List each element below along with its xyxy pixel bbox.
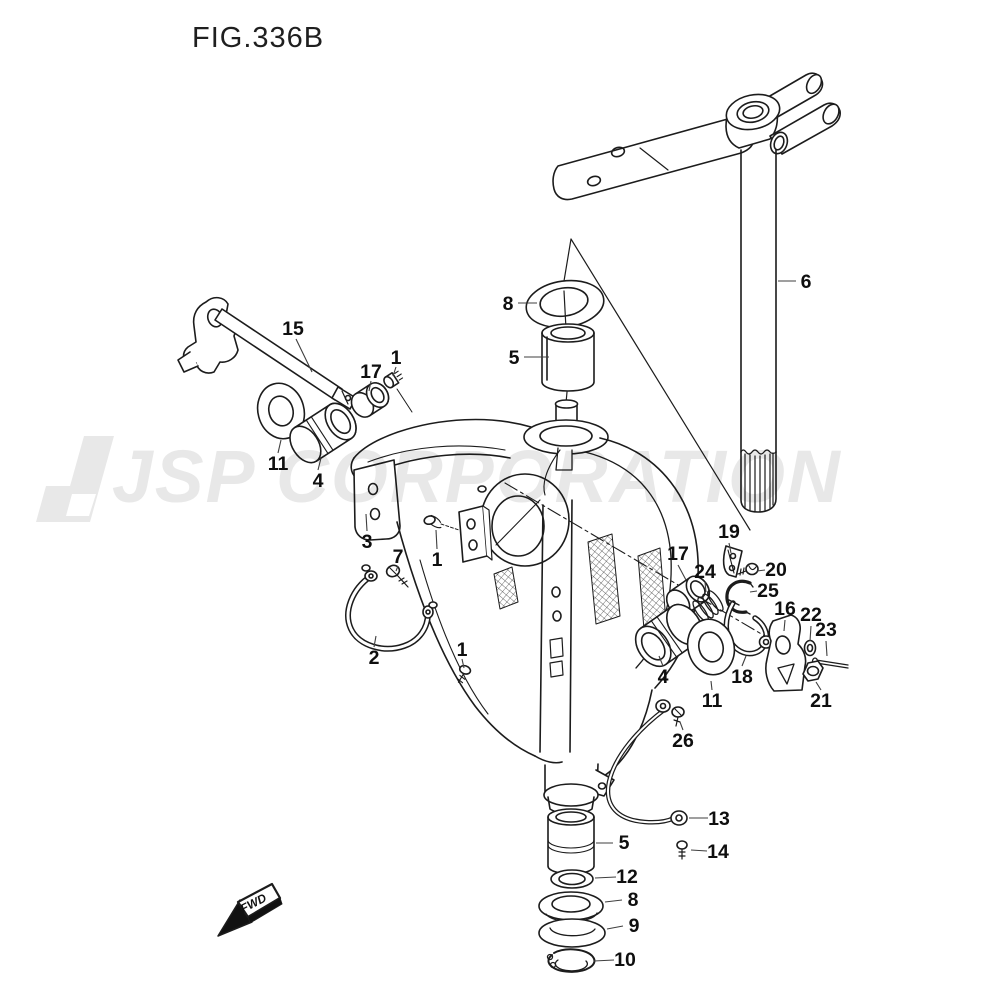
nut-21 xyxy=(802,660,824,682)
callout-leader-16 xyxy=(783,619,786,632)
bolt-1-left xyxy=(383,370,413,413)
screw-20 xyxy=(737,562,759,576)
callout-15: 15 xyxy=(282,318,304,340)
clip-25 xyxy=(725,579,754,615)
callout-6: 6 xyxy=(801,271,812,293)
callout-5: 5 xyxy=(509,347,520,369)
callout-leader-22 xyxy=(809,625,812,642)
shaft-splines xyxy=(740,449,777,513)
callout-leader-9 xyxy=(606,925,624,930)
callout-8: 8 xyxy=(628,889,639,911)
callout-21: 21 xyxy=(810,690,832,712)
callout-22: 22 xyxy=(800,604,822,626)
bushing-4-left xyxy=(289,402,357,464)
bolt-1-upper xyxy=(423,514,460,531)
callout-leader-3 xyxy=(365,513,368,532)
callout-12: 12 xyxy=(616,866,638,888)
callout-leader-1 xyxy=(435,529,438,550)
callout-leader-24 xyxy=(704,581,707,593)
clamp-19 xyxy=(722,545,743,578)
ground-wire-13 xyxy=(605,699,688,826)
swivel-bracket xyxy=(350,399,793,801)
washer-8-bottom xyxy=(538,891,604,923)
housing-bottom xyxy=(543,783,599,815)
callout-17: 17 xyxy=(360,361,382,383)
leader-triangle xyxy=(562,238,751,531)
callout-20: 20 xyxy=(765,559,787,581)
callout-25: 25 xyxy=(757,580,779,602)
callout-leader-15 xyxy=(295,338,313,373)
washer-9 xyxy=(538,918,606,948)
bolt-7 xyxy=(385,564,409,588)
callout-18: 18 xyxy=(731,666,753,688)
callout-leader-8 xyxy=(604,899,623,903)
callout-leader-11 xyxy=(277,439,282,454)
callout-5: 5 xyxy=(619,832,630,854)
callout-11: 11 xyxy=(702,690,723,712)
callout-16: 16 xyxy=(774,598,796,620)
callout-23: 23 xyxy=(815,619,837,641)
callout-7: 7 xyxy=(393,546,404,568)
callout-1: 1 xyxy=(457,639,468,661)
tilt-pin xyxy=(214,308,357,410)
callout-leader-14 xyxy=(690,849,708,852)
callout-9: 9 xyxy=(629,915,640,937)
callout-26: 26 xyxy=(672,730,694,752)
callout-leader-21 xyxy=(815,681,822,691)
callout-17: 17 xyxy=(667,543,689,565)
callout-leader-12 xyxy=(594,876,617,879)
callout-leader-2 xyxy=(373,635,377,648)
bushing-17-left xyxy=(350,382,390,418)
callout-leader-17 xyxy=(368,380,372,392)
tilt-pin-bracket xyxy=(177,296,239,374)
callout-leader-19 xyxy=(728,542,732,554)
figure-title: FIG.336B xyxy=(192,22,325,54)
callout-leader-20 xyxy=(756,569,766,572)
screw-26 xyxy=(671,706,685,727)
callout-leader-1 xyxy=(392,366,397,377)
callout-14: 14 xyxy=(707,841,729,863)
callout-leader-23 xyxy=(825,640,828,657)
bracket-16 xyxy=(765,614,807,692)
snap-ring-10 xyxy=(546,948,596,973)
callout-13: 13 xyxy=(708,808,730,830)
callout-24: 24 xyxy=(694,561,716,583)
bushing-4-right xyxy=(634,603,703,668)
callout-leader-4 xyxy=(658,655,664,667)
callout-leader-18 xyxy=(741,655,747,667)
callout-leader-10 xyxy=(593,959,615,962)
callout-3: 3 xyxy=(362,531,373,553)
callout-leader-17 xyxy=(677,564,687,581)
callout-2: 2 xyxy=(369,647,380,669)
bolt-1-lower xyxy=(457,664,472,684)
screw-14 xyxy=(676,840,688,860)
callout-4: 4 xyxy=(313,470,324,492)
callout-leader-26 xyxy=(679,721,684,731)
callout-leader-4 xyxy=(317,457,322,471)
fwd-arrow: FWD xyxy=(217,882,283,937)
callout-10: 10 xyxy=(614,949,636,971)
callout-4: 4 xyxy=(658,666,669,688)
callout-leader-25 xyxy=(749,590,758,593)
washer-22 xyxy=(803,639,817,657)
swivel-shaft xyxy=(740,149,777,453)
callout-leader-1 xyxy=(461,658,465,669)
steering-arm xyxy=(552,72,841,201)
washer-11-left xyxy=(256,382,306,440)
callout-leader-11 xyxy=(710,680,713,691)
callout-1: 1 xyxy=(391,347,402,369)
ground-lead-2 xyxy=(345,564,438,652)
ring-12 xyxy=(550,869,594,889)
washer-11-right xyxy=(686,618,736,676)
callout-leader-7 xyxy=(395,565,399,572)
sleeve-5-bottom xyxy=(547,808,595,875)
callout-1: 1 xyxy=(432,549,443,571)
callout-19: 19 xyxy=(718,521,740,543)
callout-11: 11 xyxy=(268,453,289,475)
callout-8: 8 xyxy=(503,293,514,315)
